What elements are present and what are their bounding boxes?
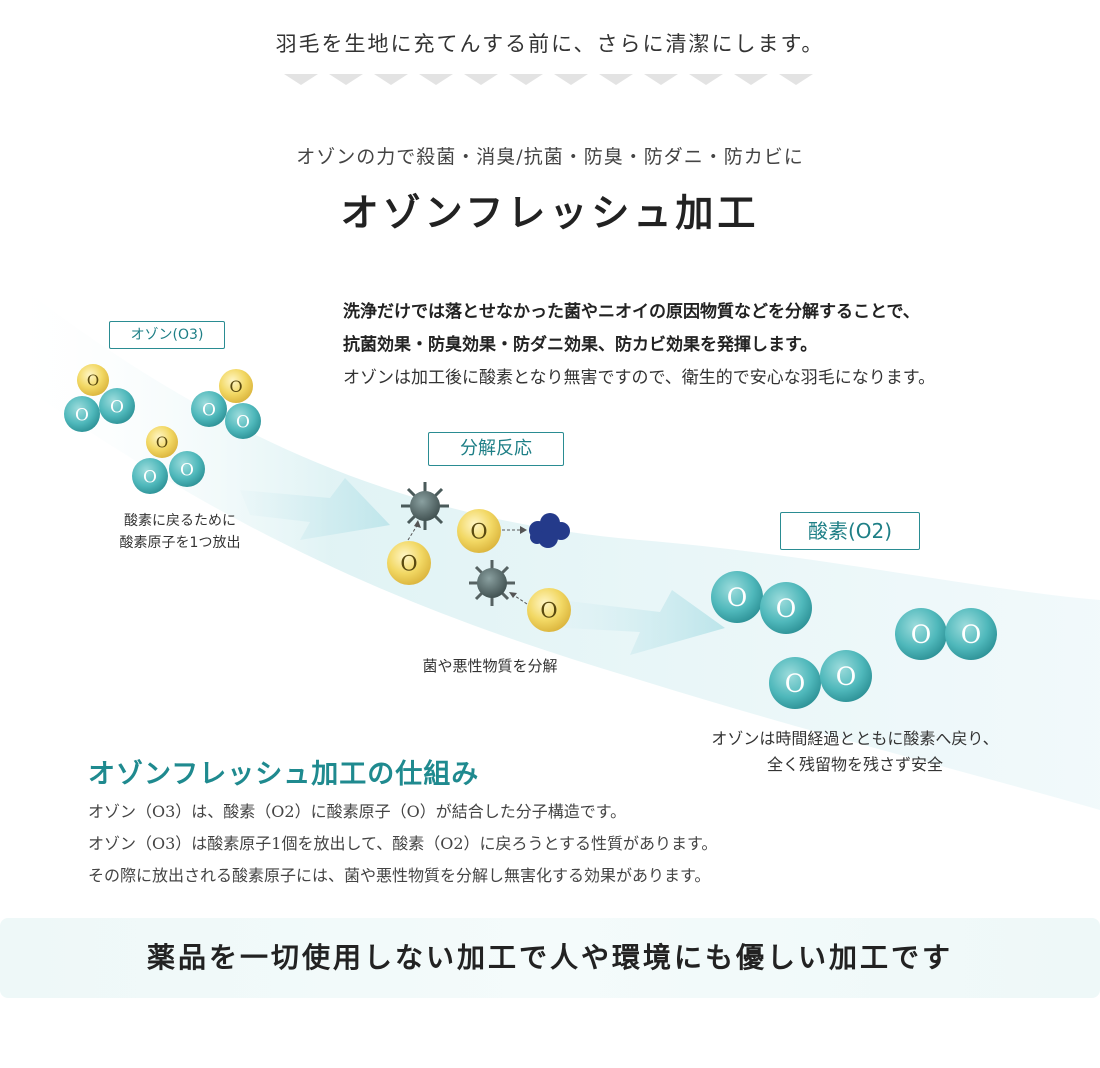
atom-letter: O bbox=[540, 599, 557, 623]
bottom-banner bbox=[0, 918, 1100, 998]
arrow-shape bbox=[560, 590, 725, 655]
free-oxygen-atom: O bbox=[387, 541, 431, 585]
free-oxygen-atom: O bbox=[77, 364, 109, 396]
banner-text: 薬品を一切使用しない加工で人や環境にも優しい加工です bbox=[146, 941, 953, 974]
description-line: オゾンは加工後に酸素となり無害ですので、衛生的で安心な羽毛になります。 bbox=[343, 368, 936, 388]
atom-letter: O bbox=[785, 669, 806, 698]
intro-text: 羽毛を生地に充てんする前に、さらに清潔にします。 bbox=[275, 32, 825, 56]
oxygen-atom: O bbox=[191, 391, 227, 427]
oxygen-atom: O bbox=[820, 650, 872, 702]
free-oxygen-atom: O bbox=[457, 509, 501, 553]
atom-letter: O bbox=[236, 412, 250, 432]
atom-letter: O bbox=[110, 397, 124, 417]
oxygen-atom: O bbox=[225, 403, 261, 439]
description-line: 抗菌効果・防臭効果・防ダニ効果、防カビ効果を発揮します。 bbox=[343, 335, 818, 355]
atom-letter: O bbox=[961, 620, 982, 649]
chevron-divider bbox=[284, 74, 813, 85]
oxygen-atom: O bbox=[711, 571, 763, 623]
oxygen-atom: O bbox=[769, 657, 821, 709]
atom-letter: O bbox=[470, 520, 487, 544]
description: 洗浄だけでは落とせなかった菌やニオイの原因物質などを分解することで、 抗菌効果・… bbox=[343, 296, 1063, 395]
germ-icon bbox=[401, 482, 449, 530]
oxygen-atom: O bbox=[760, 582, 812, 634]
ozone-caption: 酸素に戻るために 酸素原子を1つ放出 bbox=[70, 510, 290, 554]
atom-letter: O bbox=[202, 400, 216, 420]
atom-letter: O bbox=[156, 434, 168, 452]
caption-line: 全く残留物を残さず安全 bbox=[766, 755, 943, 774]
oxygen-atom: O bbox=[99, 388, 135, 424]
germ-icon bbox=[469, 560, 515, 606]
oxygen-caption: オゾンは時間経過とともに酸素へ戻り、 全く残留物を残さず安全 bbox=[660, 726, 1050, 778]
caption-line: 酸素に戻るために bbox=[124, 513, 236, 529]
atom-letter: O bbox=[776, 594, 797, 623]
free-oxygen-atom: O bbox=[527, 588, 571, 632]
mechanism-line: オゾン（O3）は酸素原子1個を放出して、酸素（O2）に戻ろうとする性質があります… bbox=[88, 834, 718, 853]
atom-letter: O bbox=[836, 662, 857, 691]
decomp-caption: 菌や悪性物質を分解 bbox=[422, 657, 558, 675]
atom-letter: O bbox=[911, 620, 932, 649]
atom-letter: O bbox=[180, 460, 194, 480]
atom-letter: O bbox=[400, 552, 417, 576]
oxygen-label: 酸素(O2) bbox=[780, 512, 920, 550]
section-subtitle: オゾンの力で殺菌・消臭/抗菌・防臭・防ダニ・防カビに bbox=[296, 146, 804, 168]
atom-letter: O bbox=[229, 377, 242, 396]
caption-line: オゾンは時間経過とともに酸素へ戻り、 bbox=[711, 729, 999, 748]
atom-letter: O bbox=[87, 372, 99, 390]
oxygen-atom: O bbox=[945, 608, 997, 660]
section-title: オゾンフレッシュ加工 bbox=[340, 190, 760, 235]
mechanism-title: オゾンフレッシュ加工の仕組み bbox=[88, 759, 480, 790]
mechanism-line: オゾン（O3）は、酸素（O2）に酸素原子（O）が結合した分子構造です。 bbox=[88, 802, 627, 821]
mechanism-line: その際に放出される酸素原子には、菌や悪性物質を分解し無害化する効果があります。 bbox=[88, 866, 711, 885]
atom-letter: O bbox=[143, 467, 157, 487]
decomposed-virus-icon bbox=[529, 513, 570, 548]
atom-letter: O bbox=[75, 405, 89, 425]
decomposition-label: 分解反応 bbox=[428, 432, 564, 466]
oxygen-atom: O bbox=[64, 396, 100, 432]
reaction-arrow bbox=[407, 523, 419, 541]
arrow-shape bbox=[240, 478, 390, 540]
oxygen-atom: O bbox=[895, 608, 947, 660]
free-oxygen-atom: O bbox=[219, 369, 253, 403]
oxygen-atom: O bbox=[169, 451, 205, 487]
free-oxygen-atom: O bbox=[146, 426, 178, 458]
oxygen-atom: O bbox=[132, 458, 168, 494]
atom-letter: O bbox=[727, 583, 748, 612]
description-line: 洗浄だけでは落とせなかった菌やニオイの原因物質などを分解することで、 bbox=[343, 302, 920, 322]
caption-line: 酸素原子を1つ放出 bbox=[119, 535, 241, 551]
ozone-label: オゾン(O3) bbox=[109, 321, 225, 349]
mechanism-body: オゾン（O3）は、酸素（O2）に酸素原子（O）が結合した分子構造です。 オゾン（… bbox=[88, 796, 988, 892]
